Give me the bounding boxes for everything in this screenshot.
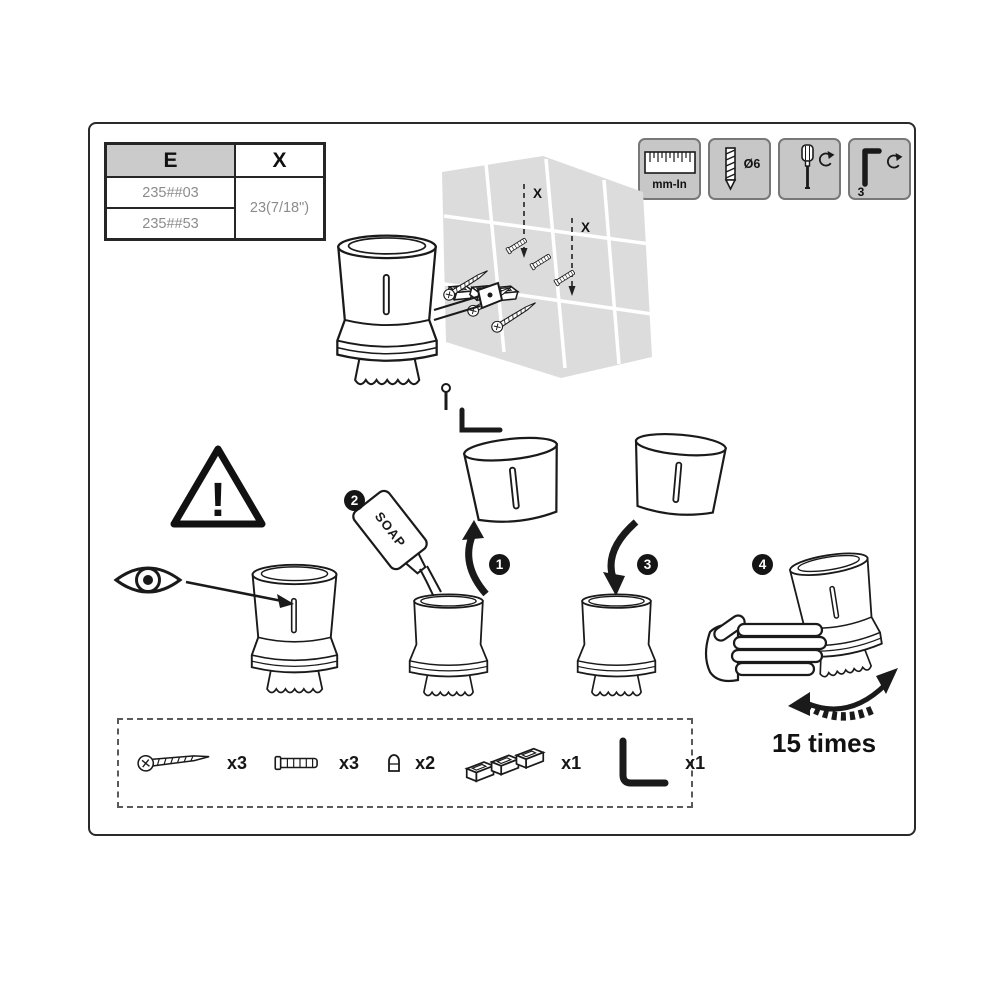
part-screw-qty: x3	[227, 752, 248, 773]
warning-exclamation: !	[210, 474, 226, 527]
table-model-row-2: 235##53	[106, 208, 235, 239]
rotate-arrow-icon	[886, 152, 903, 169]
part-adapter-cap: x2	[385, 751, 435, 775]
inspect-arrow	[185, 580, 294, 608]
tool-ruler: mm-In	[638, 138, 701, 200]
part-adapter-cap-qty: x2	[415, 752, 436, 773]
ruler-icon: mm-In	[644, 151, 696, 191]
device-body-open	[576, 593, 657, 697]
ruler-units-label: mm-In	[652, 179, 687, 191]
part-allen-key: x1	[607, 735, 705, 791]
rotate-arrow-icon	[818, 150, 835, 167]
part-allen-key-qty: x1	[685, 752, 706, 773]
wall-tile-lines	[443, 158, 653, 369]
part-mounting-bracket-qty: x1	[561, 752, 582, 773]
allen-key-icon	[619, 737, 669, 787]
main-frame: E X 235##03 23(7/18") 235##53 mm-In Ø	[88, 122, 916, 836]
step-1-number: 1	[495, 557, 504, 572]
rotation-count-label: 15 times	[772, 728, 877, 758]
place-cover-arrow-up	[462, 520, 489, 597]
step-2-number: 2	[350, 493, 359, 508]
table-model-row-1: 235##03	[106, 177, 235, 208]
table-dimension-value: 23(7/18")	[235, 177, 324, 239]
part-mounting-bracket: x1	[461, 736, 581, 790]
allen-size-label: 3	[858, 185, 865, 198]
place-cover-arrow-down	[603, 519, 639, 596]
drill-diameter-label: Ø6	[744, 157, 761, 171]
hand-icon	[704, 614, 828, 683]
required-tools: mm-In Ø6	[638, 138, 911, 200]
parts-list-box: x3 x3 x2 x1	[117, 718, 705, 808]
soap-bottle: SOAP	[352, 489, 428, 575]
part-screw: x3	[137, 750, 247, 776]
actuator-device	[336, 234, 438, 386]
dimension-label-x1: X	[533, 186, 542, 201]
allen-key-icon: 3	[858, 148, 903, 198]
eye-icon	[113, 566, 183, 594]
dimension-label-x2: X	[581, 220, 590, 235]
step-1-badge: 1	[489, 554, 510, 575]
wall-mounting-diagram: X X	[336, 156, 653, 433]
part-wall-plug-qty: x3	[339, 752, 360, 773]
screw-icon	[137, 750, 211, 773]
step-3-number: 3	[643, 557, 652, 572]
wall-plug-icon	[274, 755, 318, 770]
clevis-pin	[441, 383, 451, 410]
table-header-e: E	[106, 144, 235, 177]
device-body-open	[408, 593, 489, 697]
tool-allen-key: 3	[848, 138, 911, 200]
step-4-number: 4	[758, 557, 767, 572]
soap-bottle-pour: SOAP	[352, 489, 442, 604]
table-header-x: X	[235, 144, 324, 177]
allen-key-icon	[459, 407, 503, 433]
mounting-bracket-icon	[465, 747, 545, 783]
cover-cap	[628, 429, 728, 520]
drill-bit-icon: Ø6	[724, 147, 761, 191]
rotate-back-forth-arrows	[788, 668, 898, 721]
adapter-cap-icon	[388, 754, 400, 772]
warning-triangle-icon: !	[170, 445, 266, 528]
screwdriver-icon	[801, 144, 835, 189]
step-4-badge: 4	[752, 554, 773, 575]
cover-cap	[462, 433, 566, 527]
mounting-arm	[433, 281, 504, 321]
spec-table: E X 235##03 23(7/18") 235##53	[104, 142, 326, 241]
step-3-badge: 3	[637, 554, 658, 575]
part-wall-plug: x3	[273, 753, 359, 774]
tool-drill-bit: Ø6	[708, 138, 771, 200]
tool-screwdriver	[778, 138, 841, 200]
step-2-badge: 2	[344, 490, 365, 511]
